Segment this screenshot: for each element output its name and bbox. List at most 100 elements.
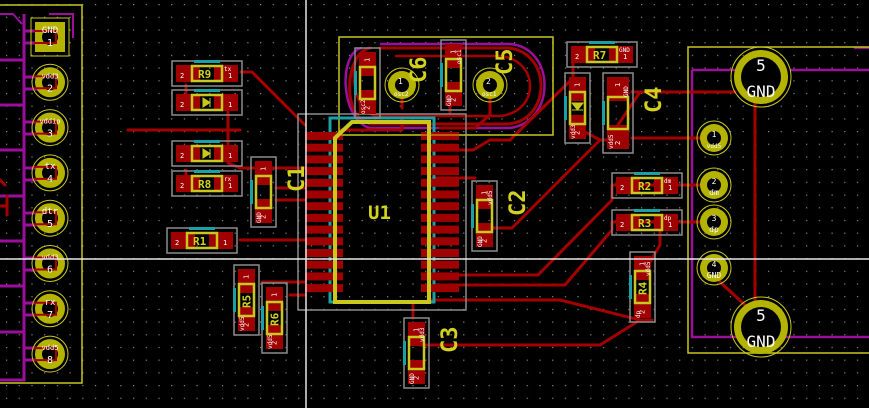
pad-number: 2 <box>175 239 179 247</box>
u1-pad[interactable] <box>305 143 343 152</box>
u1-pad[interactable] <box>305 202 343 211</box>
pad-number: 1 <box>614 83 622 87</box>
pad-number: 2 <box>639 310 647 314</box>
u1-pad[interactable] <box>421 272 459 281</box>
u1-pad[interactable] <box>421 260 459 269</box>
u1-pad[interactable] <box>305 260 343 269</box>
usb-pin-2[interactable]: 2dm <box>696 167 732 203</box>
u1-pad[interactable] <box>421 167 459 176</box>
u1-pad[interactable] <box>421 213 459 222</box>
u1-pad[interactable] <box>421 249 459 257</box>
crystal-pin-1[interactable]: 1 osc2 <box>384 67 420 103</box>
net-label: GND <box>409 373 416 384</box>
net-label: dp <box>664 215 672 222</box>
net-label: tx <box>45 162 56 172</box>
pad-number: 4 <box>47 174 53 185</box>
net-label: GND <box>619 47 630 54</box>
reference-label: R8 <box>198 178 211 191</box>
u1-right-pads <box>421 132 459 293</box>
u1-pad[interactable] <box>305 225 343 234</box>
pad-number: 2 <box>364 106 372 110</box>
u1-pad[interactable] <box>421 143 459 152</box>
crystal[interactable]: 1 osc2 2 osc1 <box>384 67 508 103</box>
usb-pin-3[interactable]: 3dp <box>696 204 732 240</box>
crystal-pin-2[interactable]: 2 osc1 <box>472 67 508 103</box>
net-label: vdd3 <box>419 327 426 342</box>
u1-pad[interactable] <box>305 213 343 222</box>
u1-pad[interactable] <box>421 132 459 140</box>
u1-pad[interactable] <box>305 167 343 176</box>
reference-label: C6 <box>407 57 432 84</box>
u1-pad[interactable] <box>421 190 459 199</box>
net-label: vdd5 <box>239 316 246 331</box>
u1-pad[interactable] <box>421 225 459 234</box>
reference-label: R3 <box>638 217 651 230</box>
net-label: GND <box>256 212 263 223</box>
pad-number: 8 <box>47 355 53 366</box>
u1-pad[interactable] <box>305 132 343 140</box>
reference-label: C4 <box>642 87 667 114</box>
u1-pad[interactable] <box>421 178 459 187</box>
net-label: dm <box>709 188 719 197</box>
header-pin-7[interactable]: rx7 <box>31 290 69 328</box>
u1-pad[interactable] <box>421 284 459 293</box>
pad-number: 1 <box>364 58 372 62</box>
u1-pad[interactable] <box>305 178 343 187</box>
u1-pad[interactable] <box>305 284 343 293</box>
pad-number: 1 <box>413 328 421 332</box>
net-label: rx <box>45 298 56 308</box>
u1-pad[interactable] <box>305 249 343 257</box>
u1-pad[interactable] <box>421 237 459 246</box>
u1-pad[interactable] <box>421 155 459 164</box>
pad-number: 1 <box>481 191 489 195</box>
net-label: GND <box>747 82 776 101</box>
net-label: GND <box>623 86 630 97</box>
u1-pad[interactable] <box>421 202 459 211</box>
pad-number: 1 <box>450 50 458 54</box>
u1-pad[interactable] <box>305 237 343 246</box>
pad-number: 1 <box>260 167 268 171</box>
pad-number: 1 <box>228 72 232 80</box>
u1-pad[interactable] <box>305 155 343 164</box>
pad-number: 2 <box>620 184 624 192</box>
reference-label: R7 <box>593 49 606 62</box>
pad-number: 2 <box>620 221 624 229</box>
pad-number: 6 <box>47 265 53 276</box>
u1-pad[interactable] <box>305 190 343 199</box>
ic-u1[interactable]: U1 <box>297 113 553 311</box>
header-pin-4[interactable]: tx 4 <box>31 154 69 192</box>
u1-pad[interactable] <box>305 272 343 281</box>
